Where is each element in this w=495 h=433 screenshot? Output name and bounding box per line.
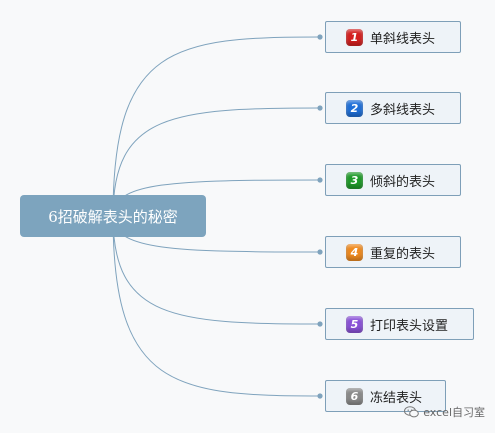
wechat-icon [404, 406, 420, 418]
connector-dot-5 [317, 321, 323, 327]
connector-dot-3 [317, 177, 323, 183]
central-topic[interactable]: 6招破解表头的秘密 [20, 195, 206, 237]
connector-dot-6 [317, 393, 323, 399]
branch-label-3: 倾斜的表头 [370, 174, 436, 190]
branch-label-5: 打印表头设置 [370, 318, 449, 334]
number-badge-1-icon: 1 [346, 28, 363, 46]
number-badge-4-icon: 4 [346, 243, 363, 261]
number-badge-6-icon: 6 [346, 387, 363, 405]
branch-topic-1[interactable]: 1 单斜线表头 [325, 21, 461, 53]
connector-line-1 [112, 36, 321, 217]
branch-label-4: 重复的表头 [370, 246, 436, 262]
watermark: excel自习室 [404, 404, 485, 420]
branch-label-6: 冻结表头 [370, 390, 423, 406]
watermark-text: excel自习室 [423, 406, 485, 419]
number-badge-3-icon: 3 [346, 171, 363, 189]
connector-line-6 [112, 215, 321, 397]
branch-label-2: 多斜线表头 [370, 102, 436, 118]
branch-topic-6[interactable]: 6 冻结表头 [325, 380, 446, 412]
connector-dot-2 [317, 105, 323, 111]
connector-dot-1 [317, 34, 323, 40]
branch-topic-5[interactable]: 5 打印表头设置 [325, 308, 474, 340]
branch-label-1: 单斜线表头 [370, 31, 436, 47]
number-badge-2-icon: 2 [346, 99, 363, 117]
branch-topic-3[interactable]: 3 倾斜的表头 [325, 164, 461, 196]
number-badge-5-icon: 5 [346, 315, 363, 333]
central-topic-label: 6招破解表头的秘密 [48, 207, 178, 226]
connector-line-2 [112, 107, 321, 217]
connector-dot-4 [317, 249, 323, 255]
connector-line-5 [112, 215, 321, 325]
branch-topic-4[interactable]: 4 重复的表头 [325, 236, 461, 268]
branch-topic-2[interactable]: 2 多斜线表头 [325, 92, 461, 124]
